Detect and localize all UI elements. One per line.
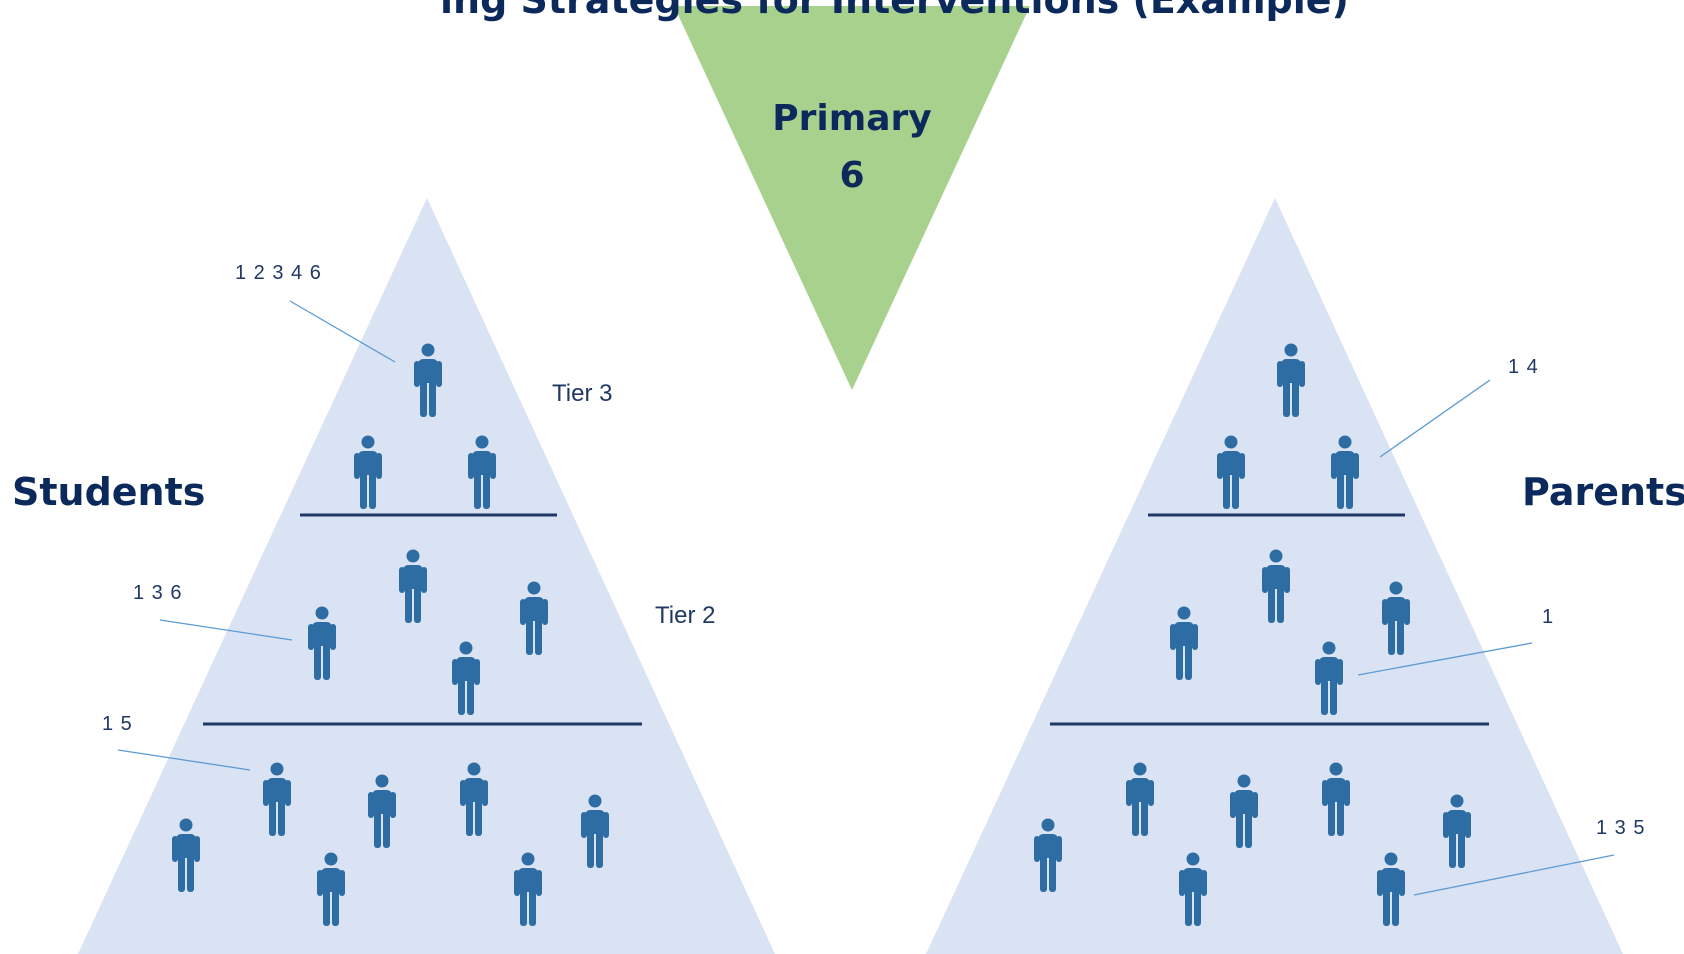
- callout-line: [1379, 379, 1491, 458]
- callout-line: [1413, 854, 1615, 896]
- parents-label: Parents: [1522, 470, 1684, 514]
- students-label: Students: [12, 470, 206, 514]
- callout-line: [1357, 642, 1533, 676]
- parents-callout-tier1: 1 3 5: [1596, 817, 1646, 839]
- page-title: ing Strategies for Interventions (Exampl…: [440, 0, 1349, 22]
- primary-label-line1: Primary: [772, 98, 932, 139]
- tier3-label: Tier 3: [552, 380, 613, 407]
- callout-line: [289, 300, 396, 363]
- students-callout-tier2: 1 3 6: [133, 582, 183, 604]
- primary-label-line2: 6: [839, 155, 865, 196]
- students-callout-tier3: 1 2 3 4 6: [235, 262, 322, 284]
- primary-triangle: [674, 6, 1030, 390]
- callout-line: [159, 619, 293, 641]
- parents-callout-tier2: 1: [1542, 606, 1555, 628]
- tier2-label: Tier 2: [655, 602, 716, 629]
- students-callout-tier1: 1 5: [102, 713, 133, 735]
- parents-callout-tier3: 1 4: [1508, 356, 1539, 378]
- callout-line: [117, 749, 251, 771]
